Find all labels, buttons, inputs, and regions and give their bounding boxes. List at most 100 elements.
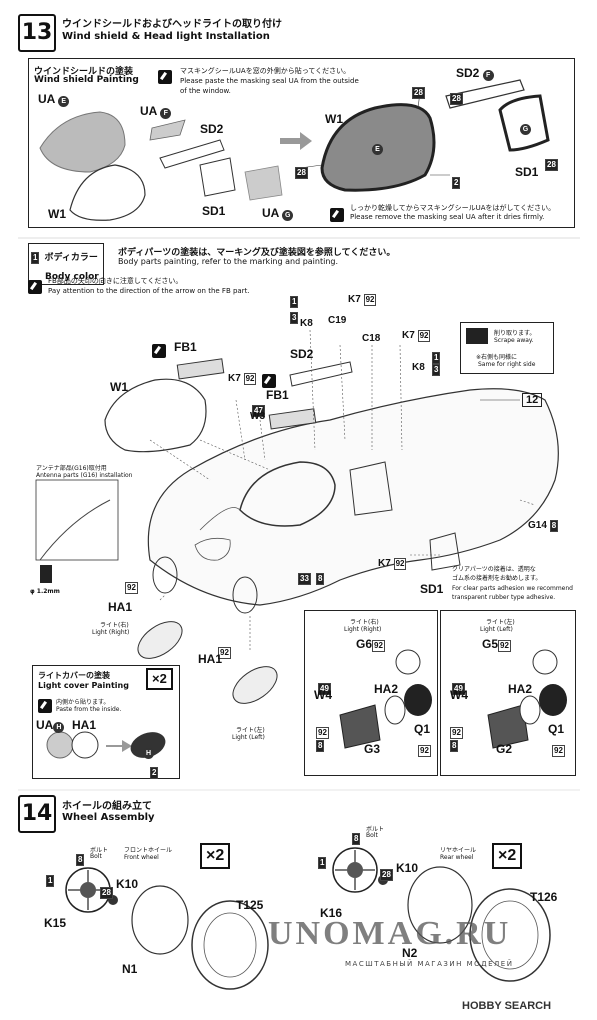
label-sd1-body: SD1	[420, 582, 444, 596]
label-t125: T125	[236, 898, 264, 912]
label-ha1-cover: HA1	[72, 718, 97, 732]
label-g2: G2	[496, 742, 513, 756]
front-bolt-jp: ボルト	[90, 847, 109, 854]
label-8-l: 8	[450, 740, 459, 752]
label-92-f: 92	[218, 647, 231, 659]
masking-note-en-b: of the window.	[180, 87, 231, 95]
label-q1-r: Q1	[414, 722, 431, 736]
body-color-text-en: Body parts painting, refer to the markin…	[118, 257, 339, 266]
label-fb1-a: FB1	[174, 340, 197, 354]
watermark-subtitle: МАСШТАБНЫЙ МАГАЗИН МОДЕЛЕЙ	[345, 960, 514, 968]
watermark-unomag: UNOMAG.RU	[268, 915, 512, 952]
antenna-en: Antenna parts (G16) installation	[36, 472, 133, 479]
label-ua-g: UA G	[262, 206, 294, 221]
light-right-box-en: Light (Right)	[344, 626, 382, 633]
label-k10-rear: K10	[396, 861, 419, 875]
light-right-box-jp: ライト(右)	[350, 619, 379, 626]
label-h-circle: H	[143, 740, 154, 759]
clear-parts-jp2: ゴム系の接着剤をお勧めします。	[452, 575, 542, 582]
light-cover-painting-box	[32, 665, 180, 779]
label-k7-c: K7 92	[402, 330, 431, 342]
light-cover-note-jp: 内側から貼ります。	[56, 699, 110, 706]
label-c18: C18	[362, 333, 381, 344]
rear-wheel-en: Rear wheel	[440, 854, 474, 861]
label-n2: N2	[402, 946, 418, 960]
paint-brush-icon-2	[330, 204, 344, 223]
label-w3: W3	[250, 411, 265, 422]
label-12: 12	[522, 393, 543, 407]
label-k7-b: K7 92	[348, 294, 377, 306]
label-t126: T126	[530, 890, 558, 904]
label-1b: 1	[432, 352, 441, 364]
label-k15: K15	[44, 916, 67, 930]
label-28a: 28	[412, 87, 425, 99]
label-w1-left: W1	[48, 207, 66, 221]
fb-note-jp: FB部品の矢印の向きに注意してください。	[48, 277, 183, 285]
label-sd2-body: SD2	[290, 347, 314, 361]
antenna-drill: φ 1.2mm	[30, 588, 60, 595]
label-e-circle: E	[372, 136, 383, 155]
label-w4-r: W4	[314, 688, 332, 702]
label-8-r: 8	[316, 740, 325, 752]
label-k8-b: K8	[412, 362, 425, 373]
label-ha1-a: HA1	[108, 600, 133, 614]
light-left-en: Light (Left)	[232, 734, 265, 741]
label-fb1-b: FB1	[266, 388, 289, 402]
step-13-number: 13	[18, 14, 56, 52]
label-47: 47	[252, 405, 265, 417]
light-left-jp: ライト(左)	[236, 727, 265, 734]
remove-seal-note-en: Please remove the masking seal UA after …	[350, 213, 545, 221]
label-c19: C19	[328, 315, 347, 326]
rear-bolt-en: Bolt	[366, 832, 378, 839]
label-k7-d: K7 92	[378, 558, 407, 570]
label-92c-r: 92	[418, 745, 431, 757]
label-92-e: 92	[125, 582, 138, 594]
remove-seal-note-jp: しっかり乾燥してからマスキングシールUAをはがしてください。	[350, 204, 556, 212]
front-bolt-badge: 8	[76, 854, 85, 866]
paint-brush-icon-cover	[38, 695, 52, 714]
light-right-box	[304, 610, 438, 776]
label-w1-right: W1	[325, 112, 343, 126]
label-w4-l: W4	[450, 688, 468, 702]
label-2-cover: 2	[150, 767, 159, 779]
label-sd1-left: SD1	[202, 204, 226, 218]
front-x2: ×2	[200, 843, 231, 869]
windshield-painting-title-en: Wind shield Painting	[34, 75, 139, 85]
light-cover-title-en: Light cover Painting	[38, 681, 129, 690]
label-sd1-right: SD1	[515, 165, 539, 179]
light-left-box	[440, 610, 576, 776]
label-49-r: 49	[318, 683, 331, 695]
rear-28-badge: 28	[380, 869, 393, 881]
label-ua-f: UA F	[140, 104, 172, 119]
step-13-title-en: Wind shield & Head light Installation	[62, 31, 270, 42]
label-3a: 3	[290, 312, 299, 324]
label-3b: 3	[432, 364, 441, 376]
step-13-title-jp: ウインドシールドおよびヘッドライトの取り付け	[62, 19, 282, 30]
label-ha1-b: HA1	[198, 652, 223, 666]
light-cover-title-jp: ライトカバーの塗装	[38, 671, 110, 680]
rear-bolt-badge: 8	[352, 833, 361, 845]
light-cover-note-en: Paste from the inside.	[56, 706, 122, 713]
rear-x2: ×2	[492, 843, 523, 869]
light-right-jp: ライト(右)	[100, 622, 129, 629]
antenna-jp: アンテナ部品(G16)取付用	[36, 465, 107, 472]
label-n1: N1	[122, 962, 138, 976]
label-28b: 28	[295, 167, 308, 179]
rear-bolt-jp: ボルト	[366, 826, 385, 833]
label-ha2-l: HA2	[508, 682, 533, 696]
light-left-box-en: Light (Left)	[480, 626, 513, 633]
label-sd2-left: SD2	[200, 122, 224, 136]
front-wheel-jp: フロントホイール	[124, 847, 173, 854]
light-left-box-jp: ライト(左)	[486, 619, 515, 626]
label-1a: 1	[290, 296, 299, 308]
light-right-en: Light (Right)	[92, 629, 130, 636]
scrape-en: Scrape away.	[494, 337, 534, 344]
label-92c-l: 92	[552, 745, 565, 757]
windshield-painting-panel	[28, 58, 575, 228]
label-2: 2	[452, 177, 461, 189]
hobby-search-logo: HOBBY SEARCH	[462, 1000, 552, 1012]
label-g14: G14 8	[528, 520, 559, 532]
windshield-painting-title-jp: ウインドシールドの塗装	[34, 67, 134, 77]
